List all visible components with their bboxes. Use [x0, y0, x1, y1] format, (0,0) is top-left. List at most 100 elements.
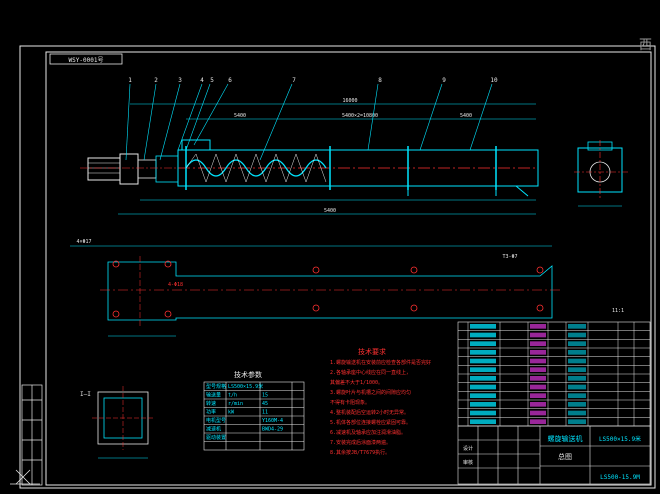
tech-params-title: 技术参数: [234, 370, 262, 379]
bom-cell-fill: [470, 332, 496, 338]
tech-req-line: 1.螺旋输送机在安装前应检查各部件是否完好: [330, 359, 431, 366]
part-numbers: 1 2 3 4 5 6 7 8 9 10: [128, 77, 498, 84]
svg-text:I—I: I—I: [80, 391, 91, 398]
bom-cell-fill: [470, 324, 496, 329]
bom-cell-fill: [470, 393, 496, 398]
param-cell: r/min: [228, 401, 243, 407]
margin-boxes: [21, 384, 43, 486]
bom-cell-fill: [530, 410, 546, 416]
param-cell: 15: [262, 393, 268, 399]
plan-view: 4×Φ17 T3-Φ7 4-Φ18 11:1: [70, 239, 624, 337]
bom-cell-fill: [470, 350, 496, 355]
bom-cell-fill: [530, 402, 546, 407]
param-cell: BWD4-29: [262, 427, 283, 433]
bom-cell-fill: [530, 358, 546, 364]
svg-text:8: 8: [378, 77, 382, 84]
param-cell: 电机型号: [206, 417, 226, 424]
tech-req-line: 其偏差不大于1/1000。: [330, 379, 383, 386]
tech-requirements: 技术要求 1.螺旋输送机在安装前应检查各部件是否完好 2.各轴承座中心线应在同一直…: [330, 347, 431, 456]
bom-cell-fill: [530, 367, 546, 372]
title-block-name: 螺旋输送机: [548, 434, 583, 443]
param-cell: 减速机: [206, 426, 221, 433]
tech-req-line: 4.整机装配后空运转2小时无异常。: [330, 409, 409, 416]
param-cell: 45: [262, 401, 268, 407]
bom-cell-fill: [530, 324, 546, 329]
bom-cell-fill: [470, 384, 496, 390]
overall-length-dim: 16000: [342, 98, 357, 104]
tech-req-line: 2.各轴承座中心线应在同一直线上，: [330, 369, 411, 376]
svg-text:1: 1: [128, 77, 132, 84]
bottom-main-dim: 5400: [324, 208, 336, 214]
bom-cell-fill: [568, 393, 586, 398]
param-cell: 功率: [206, 409, 216, 416]
tech-req-line: 7.安装完成后涂面漆两遍。: [330, 439, 391, 446]
bom-cell-fill: [470, 410, 496, 416]
bom-cell-fill: [530, 384, 546, 390]
svg-text:2: 2: [154, 77, 158, 84]
param-cell: 转速: [206, 400, 216, 407]
left-tag: 4×Φ17: [76, 239, 91, 245]
title-block-stage: 总图: [558, 452, 572, 461]
left-span-dim: 5400: [234, 113, 246, 119]
param-cell: LS500×15.9米: [228, 383, 263, 390]
bom-cell-fill: [470, 402, 496, 407]
bom-cell-fill: [568, 341, 586, 346]
svg-text:10: 10: [490, 77, 498, 84]
title-block: [457, 425, 651, 485]
end-view: [574, 140, 628, 207]
bom-cell-fill: [530, 350, 546, 355]
title-block-checker: 审核: [463, 459, 473, 466]
param-cell: 11: [262, 410, 268, 416]
reducer: [119, 153, 139, 185]
bom-cell-fill: [568, 410, 586, 416]
bom-cell-fill: [470, 341, 496, 346]
svg-text:7: 7: [292, 77, 296, 84]
title-stamp-box: [49, 53, 123, 65]
title-block-code: LS500-15.9M: [600, 474, 640, 481]
tech-reqs-title: 技术要求: [358, 347, 386, 356]
viewcube-west-label[interactable]: 西: [638, 38, 652, 53]
svg-text:4: 4: [200, 77, 204, 84]
drive-motor: [87, 157, 121, 181]
tech-req-line: 8.其余按JB/T7679执行。: [330, 449, 390, 456]
bom-cell-fill: [530, 393, 546, 398]
bom-cell-fill: [568, 324, 586, 329]
title-block-designer: 设计: [463, 445, 473, 452]
main-span-dim: 5400×2=10800: [342, 113, 378, 119]
inner-frame: [45, 51, 652, 486]
tech-req-line: 3.螺旋叶片与机槽之间的间隙应均匀: [330, 389, 411, 396]
bom-cell-fill: [568, 419, 586, 424]
conveyor-side-view: 16000 5400 5400×2=10800 5400 5400: [80, 98, 539, 215]
bom-cell-fill: [530, 341, 546, 346]
tech-req-line: 6.减速机及轴承应加注润滑油脂。: [330, 429, 406, 436]
inlet-port: [181, 139, 211, 151]
title-stamp: WSY-0001号: [69, 57, 104, 64]
tech-req-line: 5.机体各部位连接螺栓应紧固可靠。: [330, 419, 411, 426]
bom-cell-fill: [530, 332, 546, 338]
param-cell: 型号规格: [206, 383, 226, 390]
bom-cell-fill: [568, 367, 586, 372]
tech-req-line: 不得有卡阻现象。: [330, 399, 370, 406]
coupling: [137, 159, 157, 179]
right-tag: T3-Φ7: [502, 254, 517, 260]
scale-note: 11:1: [612, 308, 624, 314]
bom-cell-fill: [530, 376, 546, 381]
screw-flight: [185, 159, 327, 177]
bom-cell-fill: [568, 402, 586, 407]
param-cell: kW: [228, 410, 235, 416]
bom-cell-fill: [568, 376, 586, 381]
bom-cell-fill: [470, 367, 496, 372]
bom-cell-fill: [470, 358, 496, 364]
svg-text:9: 9: [442, 77, 446, 84]
section-label: 4-Φ18: [168, 282, 183, 288]
right-span-dim: 5400: [460, 113, 472, 119]
param-cell: Y160M-4: [262, 418, 283, 424]
param-cell: 输送量: [206, 392, 221, 399]
bom-cell-fill: [568, 384, 586, 390]
bom-cell-fill: [470, 376, 496, 381]
bom-cell-fill: [530, 419, 546, 424]
bom-cell-fill: [568, 332, 586, 338]
svg-text:6: 6: [228, 77, 232, 84]
